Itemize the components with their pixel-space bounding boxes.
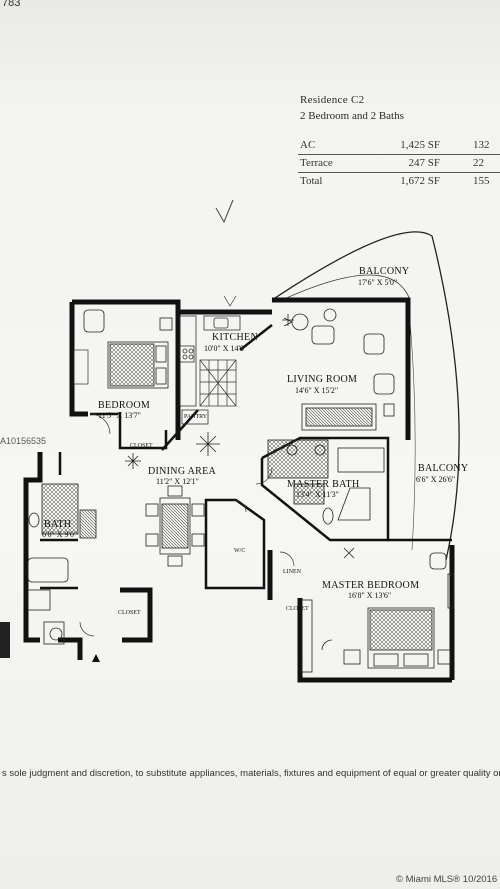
pen-mark — [215, 199, 234, 224]
bath-dims: 6'0" X 9'6" — [42, 530, 77, 539]
mls-stamp: © Miami MLS® 10/2016 — [396, 874, 498, 885]
residence-title: Residence C2 — [300, 94, 365, 106]
sofa-icon — [301, 403, 377, 431]
area-extra: 22 — [473, 157, 484, 169]
master-bedroom-dims: 16'8" X 13'6" — [348, 591, 391, 600]
balcony-curve — [271, 231, 460, 561]
master-bedroom-label: MASTER BEDROOM — [322, 580, 419, 591]
wic-label: W/C — [234, 548, 245, 554]
area-label: Total — [300, 175, 323, 187]
hall-closet-label: CLOSET — [118, 610, 141, 616]
kitchen-label: KITCHEN — [212, 332, 258, 343]
area-divider — [298, 172, 500, 173]
bed-icon — [107, 341, 169, 389]
area-sf: 247 SF — [408, 157, 441, 169]
area-divider — [298, 154, 500, 155]
area-label: Terrace — [300, 157, 333, 169]
balcony-side-dims: 6'6" X 26'6" — [416, 475, 455, 484]
kitchen-tiles — [199, 359, 237, 407]
living-room-label: LIVING ROOM — [287, 374, 357, 385]
area-label: AC — [300, 139, 316, 151]
corner-number: 783 — [2, 0, 21, 9]
plant-icon — [125, 314, 355, 559]
balcony-side-label: BALCONY — [418, 463, 468, 474]
area-row-total: Total 1,672 SF 155 — [298, 175, 500, 191]
living-room-dims: 14'6" X 15'2" — [295, 386, 338, 395]
dining-area-dims: 11'2" X 12'1" — [156, 477, 199, 486]
area-extra: 132 — [473, 139, 490, 151]
bedroom-dims: 11'5" X 13'7" — [98, 411, 141, 420]
area-row-terrace: Terrace 247 SF 22 — [298, 157, 500, 173]
bedroom-label: BEDROOM — [98, 400, 150, 411]
area-extra: 155 — [473, 175, 490, 187]
area-sf: 1,672 SF — [400, 175, 440, 187]
bedroom-closet-label: CLOSET — [130, 443, 153, 449]
balcony-top-label: BALCONY — [359, 266, 409, 277]
linen-label: LINEN — [283, 569, 302, 575]
balcony-top-dims: 17'6" X 5'0" — [358, 278, 397, 287]
pantry-label: PANTRY — [184, 414, 208, 420]
kitchen-dims: 10'0" X 14'0" — [204, 344, 247, 353]
master-closet-label: CLOSET — [286, 606, 309, 612]
chair-icon — [83, 309, 173, 333]
dining-table-icon — [145, 485, 205, 567]
master-bath-dims: 13'4" X 11'3" — [296, 490, 339, 499]
listing-id-watermark: A10156535 — [0, 436, 47, 446]
area-row-ac: AC 1,425 SF 132 — [298, 139, 500, 155]
wall-bedroom — [69, 302, 88, 417]
entrance-marker — [92, 654, 100, 662]
master-bath-label: MASTER BATH — [287, 479, 359, 490]
residence-subtitle: 2 Bedroom and 2 Baths — [300, 110, 404, 122]
area-sf: 1,425 SF — [400, 139, 440, 151]
dining-area-label: DINING AREA — [148, 466, 216, 477]
disclaimer-footnote: s sole judgment and discretion, to subst… — [2, 768, 500, 779]
bath-label: BATH — [44, 519, 71, 530]
